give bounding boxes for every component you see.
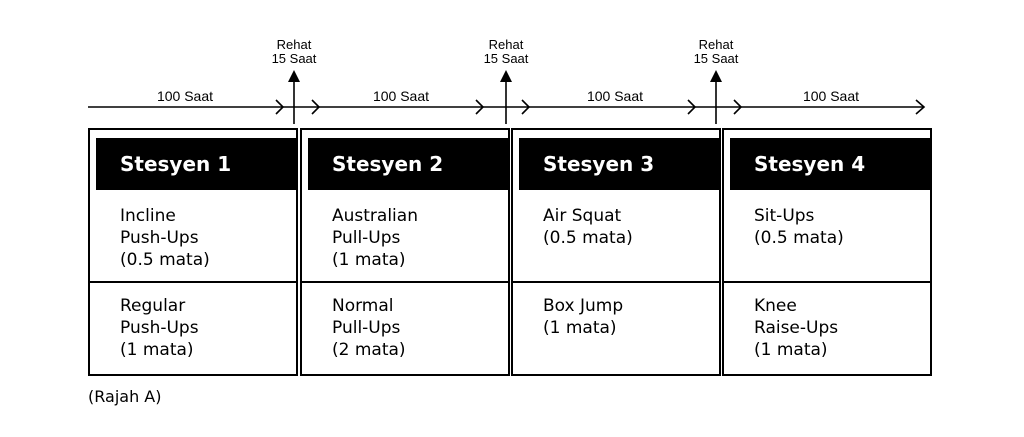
rest-label-2-line1: Rehat [488, 37, 524, 52]
rest-label-3: Rehat 15 Saat [681, 38, 751, 66]
station-4-exercise-1-line-2: (0.5 mata) [754, 228, 844, 248]
rest-label-2: Rehat 15 Saat [471, 38, 541, 66]
station-1-exercise-2: Regular Push-Ups (1 mata) [120, 295, 290, 361]
station-2-exercise-1-line-1: Australian [332, 206, 418, 226]
station-4-exercise-2-line-2: Raise-Ups [754, 318, 839, 338]
station-1-exercise-2-line-3: (1 mata) [120, 340, 194, 360]
rest-label-3-line1: Rehat [698, 37, 734, 52]
station-1-exercise-1-line-1: Incline [120, 206, 176, 226]
station-4-exercise-1-line-1: Sit-Ups [754, 206, 815, 226]
station-2-exercise-2-line-2: Pull-Ups [332, 318, 401, 338]
station-2-exercise-1-line-3: (1 mata) [332, 250, 406, 270]
station-4-exercise-2-line-3: (1 mata) [754, 340, 828, 360]
timeline-arrow-2 [311, 99, 321, 115]
station-1-exercise-1-line-3: (0.5 mata) [120, 250, 210, 270]
station-4-title: Stesyen 4 [730, 138, 930, 190]
timeline-arrow-1 [275, 99, 285, 115]
station-1-exercise-1: Incline Push-Ups (0.5 mata) [120, 205, 290, 271]
duration-label-1: 100 Saat [156, 88, 214, 104]
timeline-arrow-3 [475, 99, 485, 115]
station-2-card: Stesyen 2 Australian Pull-Ups (1 mata) N… [300, 128, 510, 376]
station-4-exercise-1: Sit-Ups (0.5 mata) [754, 205, 924, 249]
figure-caption: (Rajah A) [88, 387, 162, 406]
station-2-exercise-2: Normal Pull-Ups (2 mata) [332, 295, 502, 361]
rest-marker-1-arrowhead [288, 70, 300, 82]
station-1-exercise-1-line-2: Push-Ups [120, 228, 199, 248]
rest-label-1-line1: Rehat [276, 37, 312, 52]
station-3-exercise-1: Air Squat (0.5 mata) [543, 205, 713, 249]
station-3-divider [513, 281, 719, 283]
station-3-exercise-2-line-1: Box Jump [543, 296, 624, 316]
station-4-exercise-2-line-1: Knee [754, 296, 797, 316]
timeline-arrow-5 [687, 99, 697, 115]
duration-label-2: 100 Saat [372, 88, 430, 104]
rest-label-1-line2: 15 Saat [271, 51, 317, 66]
rest-label-3-line2: 15 Saat [693, 51, 739, 66]
station-3-title: Stesyen 3 [519, 138, 719, 190]
station-4-exercise-2: Knee Raise-Ups (1 mata) [754, 295, 924, 361]
station-4-card: Stesyen 4 Sit-Ups (0.5 mata) Knee Raise-… [722, 128, 932, 376]
timeline-arrow-6 [733, 99, 743, 115]
station-1-exercise-2-line-2: Push-Ups [120, 318, 199, 338]
rest-label-2-line2: 15 Saat [483, 51, 529, 66]
timeline-arrow-end [915, 99, 926, 115]
station-1-divider [90, 281, 296, 283]
station-2-exercise-2-line-1: Normal [332, 296, 394, 316]
station-2-exercise-1: Australian Pull-Ups (1 mata) [332, 205, 502, 271]
station-3-exercise-1-line-1: Air Squat [543, 206, 622, 226]
station-1-card: Stesyen 1 Incline Push-Ups (0.5 mata) Re… [88, 128, 298, 376]
station-2-title: Stesyen 2 [308, 138, 508, 190]
station-3-card: Stesyen 3 Air Squat (0.5 mata) Box Jump … [511, 128, 721, 376]
duration-label-4: 100 Saat [802, 88, 860, 104]
rest-label-1: Rehat 15 Saat [259, 38, 329, 66]
station-1-exercise-2-line-1: Regular [120, 296, 186, 316]
station-1-title: Stesyen 1 [96, 138, 296, 190]
station-2-divider [302, 281, 508, 283]
station-3-exercise-2: Box Jump (1 mata) [543, 295, 713, 339]
rest-marker-3-arrowhead [710, 70, 722, 82]
station-2-exercise-1-line-2: Pull-Ups [332, 228, 401, 248]
timeline-arrow-4 [521, 99, 531, 115]
station-3-exercise-2-line-2: (1 mata) [543, 318, 617, 338]
duration-label-3: 100 Saat [586, 88, 644, 104]
rest-marker-2-arrowhead [500, 70, 512, 82]
station-4-divider [724, 281, 930, 283]
station-3-exercise-1-line-2: (0.5 mata) [543, 228, 633, 248]
station-2-exercise-2-line-3: (2 mata) [332, 340, 406, 360]
